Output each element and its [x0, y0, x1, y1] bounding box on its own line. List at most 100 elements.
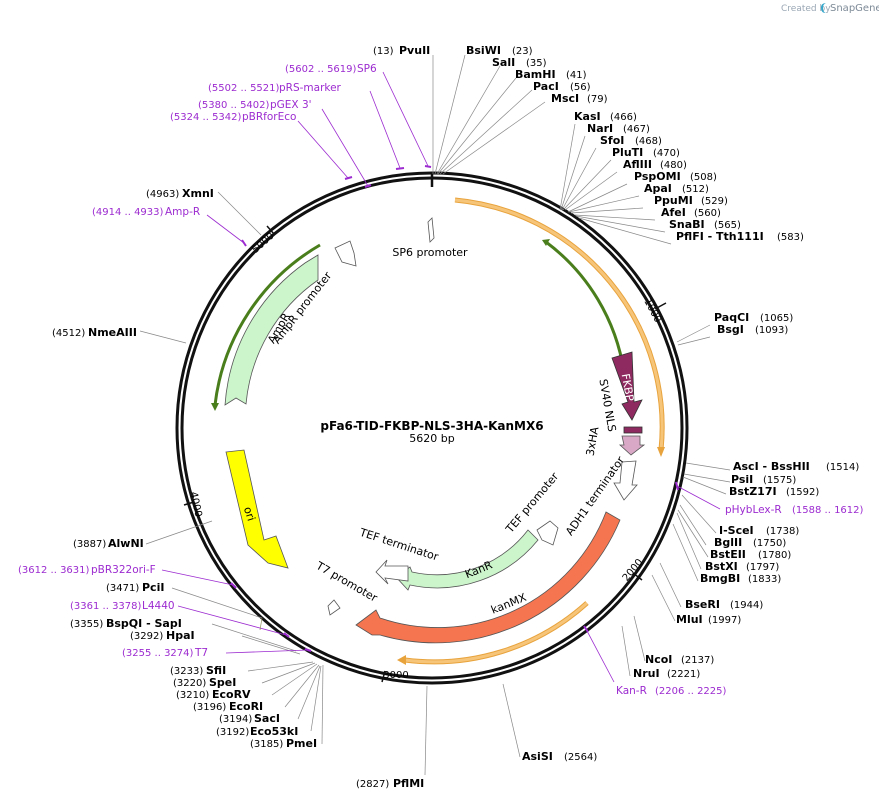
site-name-ecorv: EcoRV	[212, 688, 251, 701]
primer-name-prs-marker: pRS-marker	[279, 82, 342, 94]
site-pos-asisi: (2564)	[564, 752, 597, 763]
site-pos-bspqi-sapi: (3355)	[70, 619, 103, 630]
site-pos-afliii: (480)	[660, 160, 687, 171]
primer-name-phyblex-r: pHybLex-R	[725, 504, 782, 516]
primer-range-pgex3: (5380 .. 5402)	[198, 100, 270, 111]
site-name-psii: PsiI	[731, 473, 753, 486]
secondary-leader-lines	[259, 617, 263, 631]
site-name-pspomi: PspOMI	[634, 170, 681, 183]
primer-mark-l4440	[283, 632, 290, 638]
green-arc-left	[213, 243, 321, 406]
nls-box	[623, 426, 643, 434]
tef-terminator-arrow	[375, 559, 409, 585]
primer-labels: (5602 .. 5619) SP6 (5502 .. 5521) pRS-ma…	[18, 63, 864, 697]
label-tef-terminator: TEF terminator	[357, 526, 440, 564]
site-name-paqci: PaqCI	[714, 311, 749, 324]
site-name-pflmi: PflMI	[393, 777, 424, 790]
primer-name-pbr322ori-f: pBR322ori-F	[91, 564, 156, 576]
site-name-bmgbi: BmgBI	[700, 572, 740, 585]
site-pos-pmei: (3185)	[250, 739, 283, 750]
kanr-arrow	[395, 529, 539, 591]
site-pos-bseri: (1944)	[730, 600, 763, 611]
site-pos-xmni: (4963)	[146, 189, 179, 200]
primer-name-t7: T7	[194, 647, 208, 659]
site-name-mlui: MluI	[676, 613, 703, 626]
label-ori: ori	[241, 505, 258, 523]
tick-1000	[654, 302, 667, 310]
label-fkbp: FKBP	[619, 373, 637, 403]
site-name-sfoi: SfoI	[600, 134, 624, 147]
primer-mark-pbr322ori-f	[230, 582, 237, 589]
green-arc-right-arrowhead	[542, 239, 550, 246]
site-name-pvuii: PvuII	[399, 44, 430, 57]
site-name-nmeaiii: NmeAIII	[88, 326, 137, 339]
primer-range-t7: (3255 .. 3274)	[122, 648, 194, 659]
primer-range-kan-r: (2206 .. 2225)	[655, 686, 727, 697]
site-name-bsgi: BsgI	[717, 323, 744, 336]
site-name-pcii: PciI	[142, 581, 164, 594]
restriction-site-labels: (13) PvuII BsiWI (23) SalI (35) BamHI (4…	[52, 44, 859, 790]
site-pos-hpai: (3292)	[130, 631, 163, 642]
sp6-promoter-arrow	[427, 217, 435, 243]
site-name-asci-bsshii: AscI - BssHII	[733, 460, 810, 473]
site-name-pmei: PmeI	[286, 737, 317, 750]
primer-range-prs-marker: (5502 .. 5521)	[208, 83, 280, 94]
plasmid-name: pFa6-TID-FKBP-NLS-3HA-KanMX6	[320, 419, 543, 433]
site-pos-bstxi: (1797)	[746, 562, 779, 573]
site-name-ecori: EcoRI	[229, 700, 263, 713]
label-3xha: 3xHA	[584, 425, 602, 457]
site-pos-alwni: (3887)	[73, 539, 106, 550]
site-pos-pvuii: (13)	[373, 46, 394, 57]
site-pos-msci: (79)	[587, 94, 608, 105]
t7-promoter-arrow	[327, 599, 341, 616]
site-pos-pflfi-tth111i: (583)	[777, 232, 804, 243]
green-arc-left-arrowhead	[211, 403, 219, 411]
site-name-afei: AfeI	[661, 206, 686, 219]
site-pos-nari: (467)	[623, 124, 650, 135]
tick-marks	[183, 225, 667, 683]
site-pos-bglii: (1750)	[753, 538, 786, 549]
site-pos-snabi: (565)	[714, 220, 741, 231]
adh1-terminator-arrow	[613, 460, 638, 501]
tick-5000	[266, 225, 275, 235]
site-pos-bsiwi: (23)	[512, 46, 533, 57]
primer-range-amp-r: (4914 .. 4933)	[92, 207, 164, 218]
site-pos-nmeaiii: (4512)	[52, 328, 85, 339]
ampr-promoter-arrow	[334, 240, 357, 267]
site-pos-paqci: (1065)	[760, 313, 793, 324]
site-pos-bsteii: (1780)	[758, 550, 791, 561]
primer-range-pbrforeco: (5324 .. 5342)	[170, 112, 242, 123]
site-name-sfii: SfiI	[206, 664, 226, 677]
site-pos-asci-bsshii: (1514)	[826, 462, 859, 473]
site-name-paci: PacI	[533, 80, 559, 93]
site-pos-bsgi: (1093)	[755, 325, 788, 336]
site-name-bglii: BglII	[714, 536, 742, 549]
tick-2000	[632, 572, 643, 581]
tick-label-4000: 4000	[187, 491, 203, 518]
primer-range-sp6: (5602 .. 5619)	[285, 64, 357, 75]
site-pos-pluti: (470)	[653, 148, 680, 159]
fkbp-arrow	[611, 351, 643, 421]
site-pos-kasi: (466)	[610, 112, 637, 123]
tef-promoter-arrow	[536, 520, 559, 546]
site-name-saci: SacI	[254, 712, 280, 725]
site-name-ppumi: PpuMI	[654, 194, 693, 207]
green-arc-right	[545, 240, 626, 373]
site-pos-pflmi: (2827)	[356, 779, 389, 790]
site-pos-pspomi: (508)	[690, 172, 717, 183]
primer-mark-prs-marker	[395, 167, 405, 170]
site-name-bamhi: BamHI	[515, 68, 556, 81]
tick-4000	[183, 501, 195, 506]
site-pos-sali: (35)	[526, 58, 547, 69]
primer-name-amp-r: Amp-R	[165, 206, 200, 218]
orange-arc-upper-arrowhead	[657, 447, 665, 457]
site-name-pflfi-tth111i: PflFI - Tth111I	[676, 230, 764, 243]
site-name-nrui: NruI	[633, 667, 660, 680]
label-t7-promoter: T7 promoter	[313, 559, 380, 605]
site-pos-mlui: (1997)	[708, 615, 741, 626]
snapgene-brand: SnapGene	[830, 3, 879, 14]
site-pos-saci: (3194)	[219, 714, 252, 725]
site-pos-apai: (512)	[682, 184, 709, 195]
site-name-spei: SpeI	[209, 676, 236, 689]
created-by-text: Created by	[781, 4, 831, 14]
